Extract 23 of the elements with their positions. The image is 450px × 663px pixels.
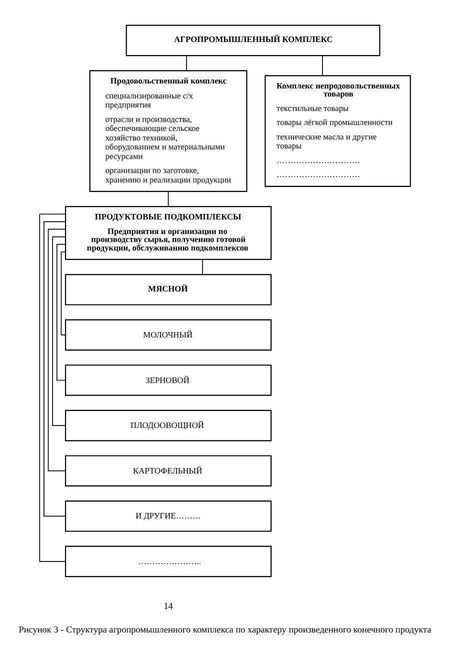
node-box: АГРОПРОМЫШЛЕННЫЙ КОМПЛЕКС (126, 24, 380, 56)
node-box: Продовольственный комплекс специализированные с/х предприятия отрасли и производства, обеспечивающие сельское хозяйство техникой, оборудованием и материальными ресурсами организации по заготовке, хранению и реализации продукции (89, 70, 248, 192)
node-box: МОЛОЧНЫЙ (65, 318, 272, 350)
label: 14 (164, 600, 173, 611)
connector (60, 250, 66, 335)
node-box: ЗЕРНОВОЙ (65, 364, 272, 396)
node-box: КАРТОФЕЛЬНЫЙ (65, 454, 272, 486)
node-box: И ДРУГИЕ……… (65, 500, 272, 532)
connector (168, 190, 169, 206)
node-box: МЯСНОЙ (65, 273, 272, 305)
node-box: ………………….. (65, 545, 272, 577)
node-box: ПРОДУКТОВЫЕ ПОДКОМПЛЕКСЫ Предприятия и организации по производству сырья, получению готовой продукции, обслуживанию подкомплексов (65, 206, 272, 260)
connector (48, 228, 66, 471)
connector (39, 213, 66, 562)
connector (56, 243, 66, 380)
caption: Рисунок 3 - Структура агропромышленного комплекса по характеру произведенного конечного продукта (18, 624, 432, 634)
node-box: Комплекс непродовольственных товаров текстильные товары товары лёгкой промышленности технические масла и другие товары ………………………… ………………………… (264, 74, 411, 186)
connector (52, 236, 66, 426)
connector (44, 220, 66, 516)
node-box: ПЛОДООВОЩНОЙ (65, 409, 272, 441)
connector (322, 54, 323, 76)
connector (186, 54, 187, 70)
connector (202, 258, 203, 274)
